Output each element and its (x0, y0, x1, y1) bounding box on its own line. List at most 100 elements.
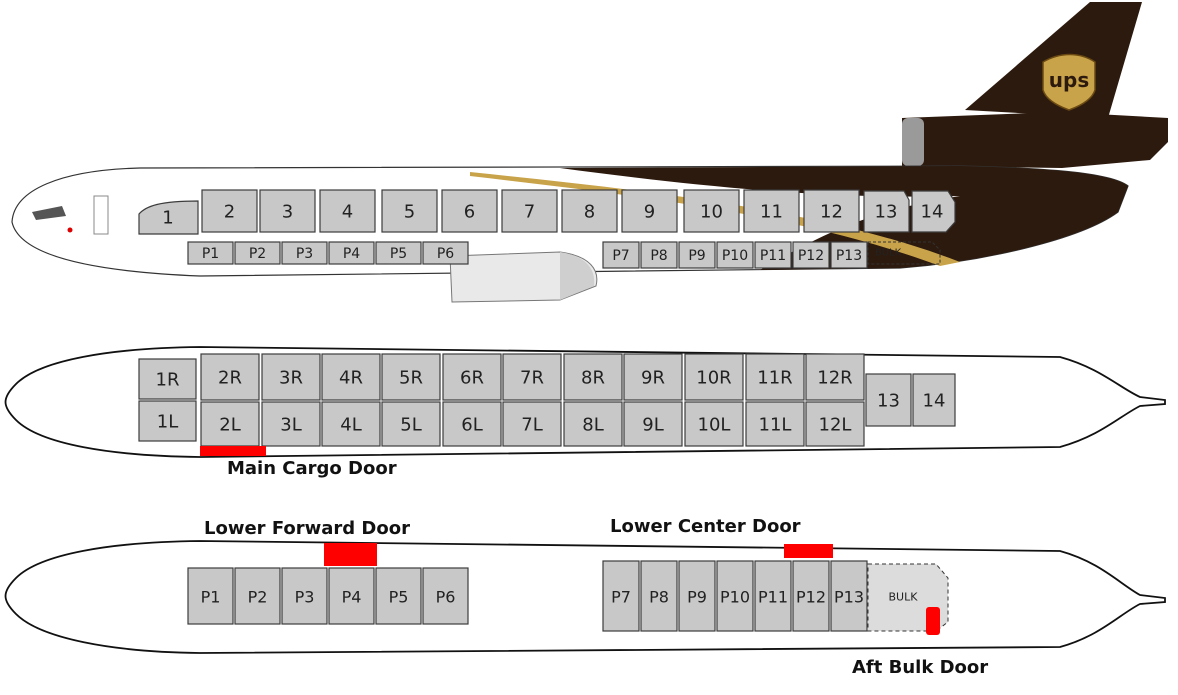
aft-bulk-door (926, 607, 940, 635)
lower-position-p8: P8 (649, 588, 669, 607)
side-bulk-shape (867, 241, 941, 265)
lower-position-p2-box (234, 567, 281, 625)
side-position-2: 2 (224, 202, 235, 223)
lower-deck-outline (4, 540, 1166, 654)
side-lower-p3-box (281, 241, 328, 265)
main-position-7R-box (502, 353, 562, 401)
side-position-4: 4 (342, 202, 353, 223)
main-position-11L-box (745, 401, 805, 447)
lower-position-p9: P9 (687, 588, 707, 607)
main-position-4R-box (321, 353, 381, 401)
side-position-9: 9 (644, 202, 655, 223)
aft-bulk-door-label: Aft Bulk Door (852, 657, 988, 678)
lower-bulk-label: BULK (889, 591, 919, 604)
lower-center-door (784, 544, 833, 558)
lower-position-p11: P11 (758, 588, 788, 607)
main-deck-plan: 1R1L2R2L3R3L4R4L5R5L6R6L7R7L8R8L9R9L10R1… (4, 346, 1166, 479)
side-position-6-box (441, 189, 498, 233)
side-lower-p13-box (830, 241, 868, 269)
lower-position-p4-box (328, 567, 375, 625)
aircraft-side-view: ups (11, 2, 1168, 303)
main-position-6L-box (442, 401, 502, 447)
side-position-2-box (201, 189, 258, 233)
side-position-1: 1 (162, 208, 173, 229)
lower-center-door-label: Lower Center Door (610, 516, 801, 537)
side-position-11-box (743, 189, 800, 233)
main-position-10L-box (684, 401, 744, 447)
side-lower-p12-box (792, 241, 830, 269)
lower-position-p7: P7 (611, 588, 631, 607)
lower-forward-door (324, 543, 377, 566)
main-position-14: 14 (923, 391, 946, 412)
lower-position-p12: P12 (796, 588, 826, 607)
side-position-5: 5 (404, 202, 415, 223)
main-position-3R-box (261, 353, 321, 401)
lower-position-p13-box (830, 560, 868, 632)
main-position-2R: 2R (218, 368, 242, 389)
side-position-7: 7 (524, 202, 535, 223)
main-position-8R-box (563, 353, 623, 401)
main-position-2R-box (200, 353, 260, 401)
main-position-3L: 3L (280, 415, 301, 436)
main-position-10R: 10R (696, 368, 731, 389)
main-position-5R-box (381, 353, 441, 401)
side-lower-p2: P2 (249, 246, 266, 262)
tail-engine (902, 112, 1168, 168)
main-position-2L-box (200, 401, 260, 447)
main-position-1L: 1L (157, 412, 178, 433)
side-position-13-shape (863, 190, 910, 233)
main-position-10R-box (684, 353, 744, 401)
side-lower-p2-box (234, 241, 281, 265)
main-position-4L: 4L (340, 415, 361, 436)
main-position-6R-box (442, 353, 502, 401)
lower-position-p3: P3 (295, 588, 315, 607)
side-position-12-box (803, 189, 860, 233)
side-lower-p11-box (754, 241, 792, 269)
side-position-7-box (501, 189, 558, 233)
ups-shield-icon (1042, 53, 1096, 111)
side-lower-p9-box (678, 241, 716, 269)
lower-forward-door-label: Lower Forward Door (204, 518, 410, 539)
side-lower-p13: P13 (836, 248, 862, 264)
side-position-5-box (381, 189, 438, 233)
fuselage-livery (560, 166, 1128, 270)
lower-position-p1: P1 (201, 588, 221, 607)
side-position-14: 14 (921, 202, 944, 223)
main-position-6R: 6R (460, 368, 484, 389)
main-position-14-box (912, 373, 956, 427)
side-lower-p4-box (328, 241, 375, 265)
main-position-12L-box (805, 401, 865, 447)
side-position-11: 11 (760, 202, 783, 223)
side-lower-p5-box (375, 241, 422, 265)
main-position-12R: 12R (817, 368, 852, 389)
main-position-3R: 3R (279, 368, 303, 389)
side-lower-p8: P8 (650, 248, 667, 264)
side-lower-p4: P4 (343, 246, 360, 262)
lower-position-p5: P5 (389, 588, 409, 607)
side-position-13: 13 (875, 202, 898, 223)
side-lower-p6-box (422, 241, 469, 265)
side-position-6: 6 (464, 202, 475, 223)
main-position-13-box (865, 373, 912, 427)
main-position-7L-box (502, 401, 562, 447)
main-position-11R: 11R (757, 368, 792, 389)
main-position-11L: 11L (759, 415, 792, 436)
side-position-12: 12 (820, 202, 843, 223)
main-position-1R: 1R (156, 370, 180, 391)
side-position-8-box (561, 189, 618, 233)
main-position-1R-box (138, 358, 197, 400)
main-cargo-door (200, 446, 266, 456)
lower-position-p3-box (281, 567, 328, 625)
main-position-4L-box (321, 401, 381, 447)
lower-position-p4: P4 (342, 588, 362, 607)
lower-position-p2: P2 (248, 588, 268, 607)
main-position-11R-box (745, 353, 805, 401)
lower-position-p13: P13 (834, 588, 864, 607)
side-lower-p7: P7 (612, 248, 629, 264)
main-position-1L-box (138, 400, 197, 442)
main-position-2L: 2L (219, 415, 240, 436)
side-lower-p7-box (602, 241, 640, 269)
